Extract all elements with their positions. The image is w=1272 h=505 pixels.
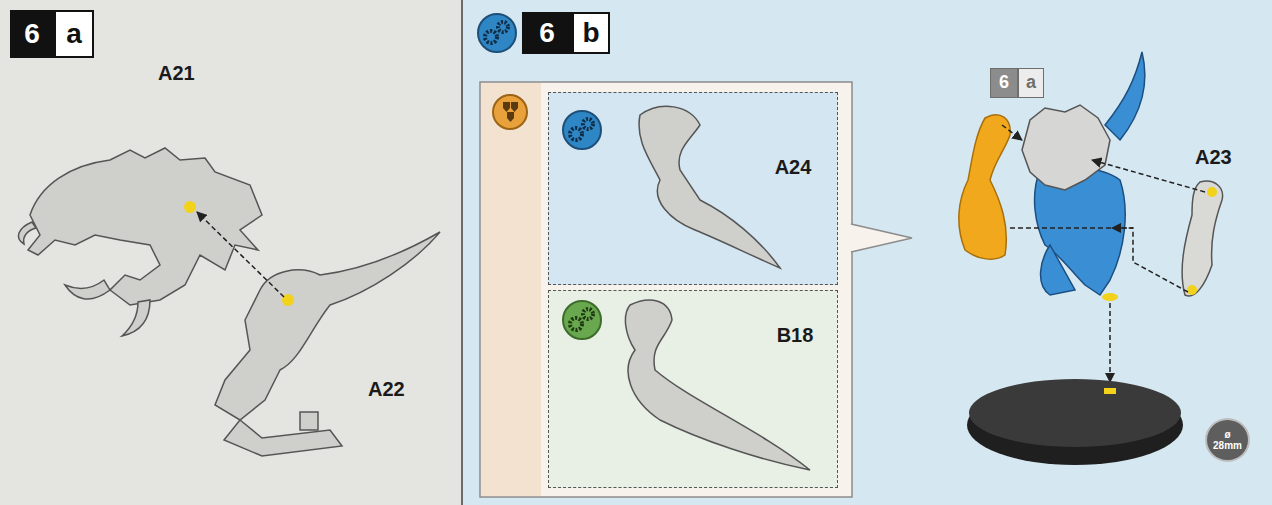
step-letter-text: a [66,17,82,51]
step-letter: a [54,10,94,58]
callout-pointer [851,224,912,252]
gear-icon [563,111,601,149]
step-number-text: 6 [539,16,555,50]
panel-divider [461,0,463,505]
assembly-arrow [197,212,284,297]
gear-icon [478,14,516,52]
part-head [18,148,262,336]
gear-icon [563,301,601,339]
step-number: 6 [990,68,1018,98]
part-number: B18 [777,323,814,347]
callout-gap [850,226,853,251]
base-size-badge: ø 28mm [1205,418,1250,462]
part-arm [639,106,780,268]
part-number: A23 [1195,146,1232,169]
options-frame [480,82,852,497]
option-box: A24 [548,92,838,285]
attach-point [184,201,196,213]
right-ground [462,0,1272,505]
assembly-arrow [1002,125,1205,382]
base-size-badge-text: ø 28mm [1213,429,1242,451]
part-body [215,232,440,456]
step-letter: b [572,12,610,54]
attach-point [1187,285,1197,295]
part-number: A24 [775,155,812,179]
attach-point [1102,293,1118,301]
part-number: A21 [158,62,195,85]
part-number: A22 [368,378,405,401]
step-letter-text: b [582,16,599,50]
step-number: 6 [10,10,54,58]
step-number: 6 [522,12,572,54]
faction-icon [493,95,527,129]
attach-point [1207,187,1217,197]
option-ground [548,92,838,285]
option-ground [548,290,838,488]
round-base [967,379,1183,465]
step-number-text: 6 [999,72,1009,94]
step-letter-text: a [1026,72,1036,94]
options-strip [481,83,541,496]
assembled-figure [959,52,1223,296]
left-ground [0,0,462,505]
step-letter: a [1018,68,1044,98]
option-box: B18 [548,290,838,488]
step-number-text: 6 [24,17,40,51]
